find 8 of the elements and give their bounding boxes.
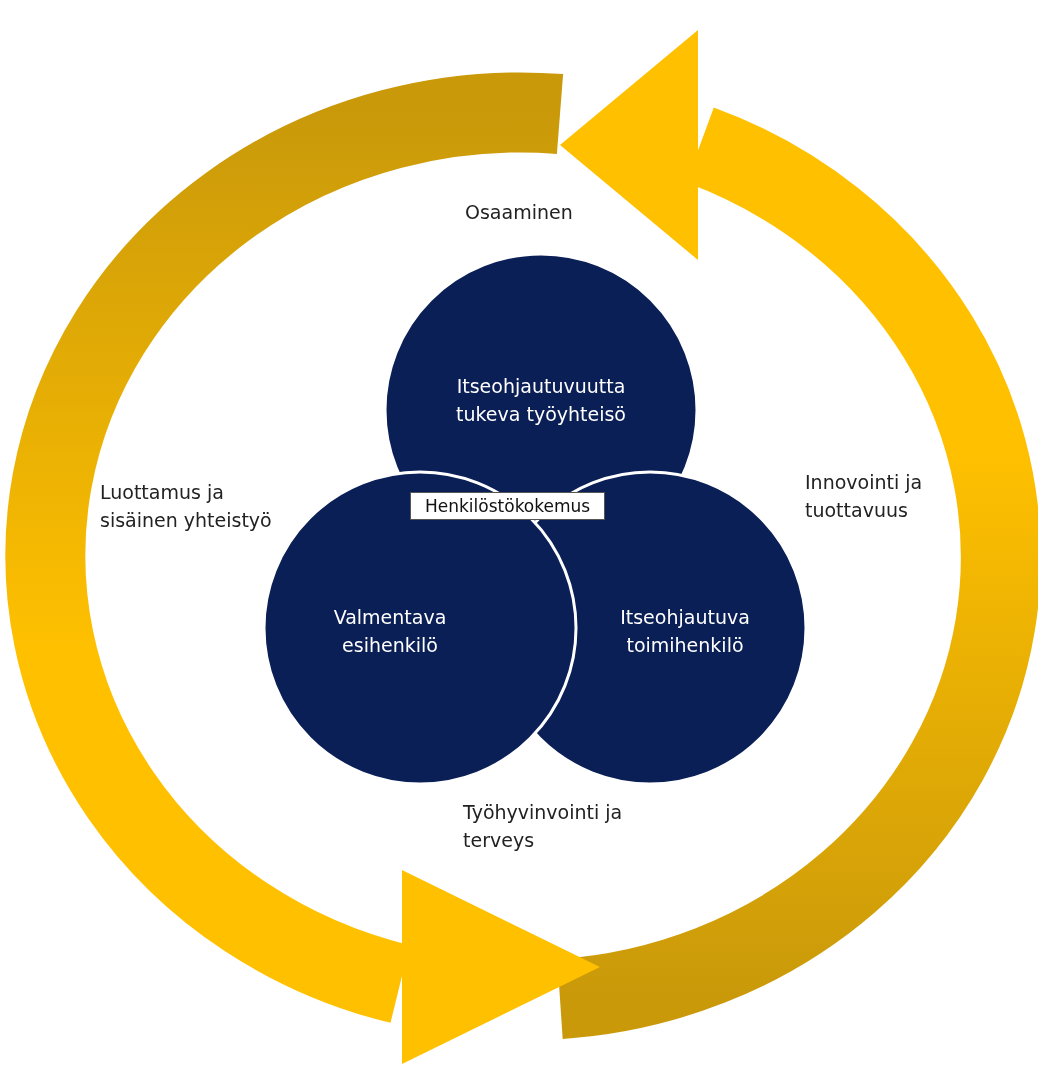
cycle-label: Osaaminen [465,200,574,225]
circle-label: Itseohjautuva toimihenkilö [590,603,780,659]
cycle-label: Innovointi ja tuottavuus [805,470,924,523]
center-tag: Henkilöstökokemus [410,492,606,520]
circle-label: Valmentava esihenkilö [305,603,475,659]
circle-label: Itseohjautuvuutta tukeva työyhteisö [425,372,657,428]
cycle-label: Työhyvinvointi ja terveys [463,800,623,853]
cycle-label: Luottamus ja sisäinen yhteistyö [100,480,273,533]
